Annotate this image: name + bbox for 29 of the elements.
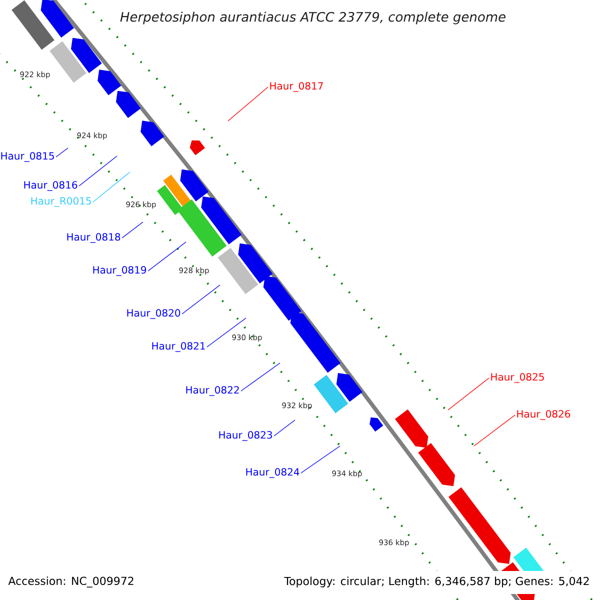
gene-label: Haur_0823: [219, 431, 272, 441]
gene-label: Haur_0819: [93, 266, 146, 276]
gene-label: Haur_0820: [127, 309, 180, 319]
leader-line: [240, 362, 280, 392]
leader-line: [448, 378, 490, 410]
gene-label: Haur_0824: [246, 468, 300, 478]
gene-label: Haur_0822: [186, 386, 239, 396]
leader-line: [274, 420, 296, 436]
gene-label: Haur_0825: [491, 373, 544, 383]
leader-line: [56, 148, 68, 158]
leader-line: [182, 284, 220, 314]
leader-line: [148, 242, 186, 272]
leader-line: [78, 156, 118, 186]
leader-line: [206, 318, 246, 348]
gene-label: Haur_0816: [24, 181, 78, 191]
leader-line: [300, 446, 340, 474]
gene-label: Haur_0817: [270, 82, 323, 92]
accession-label: Accession: NC_009972: [8, 576, 134, 588]
leader-line: [122, 222, 144, 238]
gene-label: Haur_0821: [152, 342, 205, 352]
gene-label: Haur_0826: [517, 410, 570, 420]
gene-label: Haur_0818: [67, 233, 120, 243]
leader-line: [228, 86, 268, 122]
topology-label: Topology: circular; Length: 6,346,587 bp; Genes: 5,042: [284, 576, 589, 588]
leader-line: [92, 172, 130, 202]
gene-label: Haur_0815: [1, 152, 54, 162]
leader-line: [474, 414, 516, 446]
title: Herpetosiphon aurantiacus ATCC 23779, complete genome: [120, 12, 506, 24]
gene-label: Haur_R0015: [31, 197, 91, 207]
